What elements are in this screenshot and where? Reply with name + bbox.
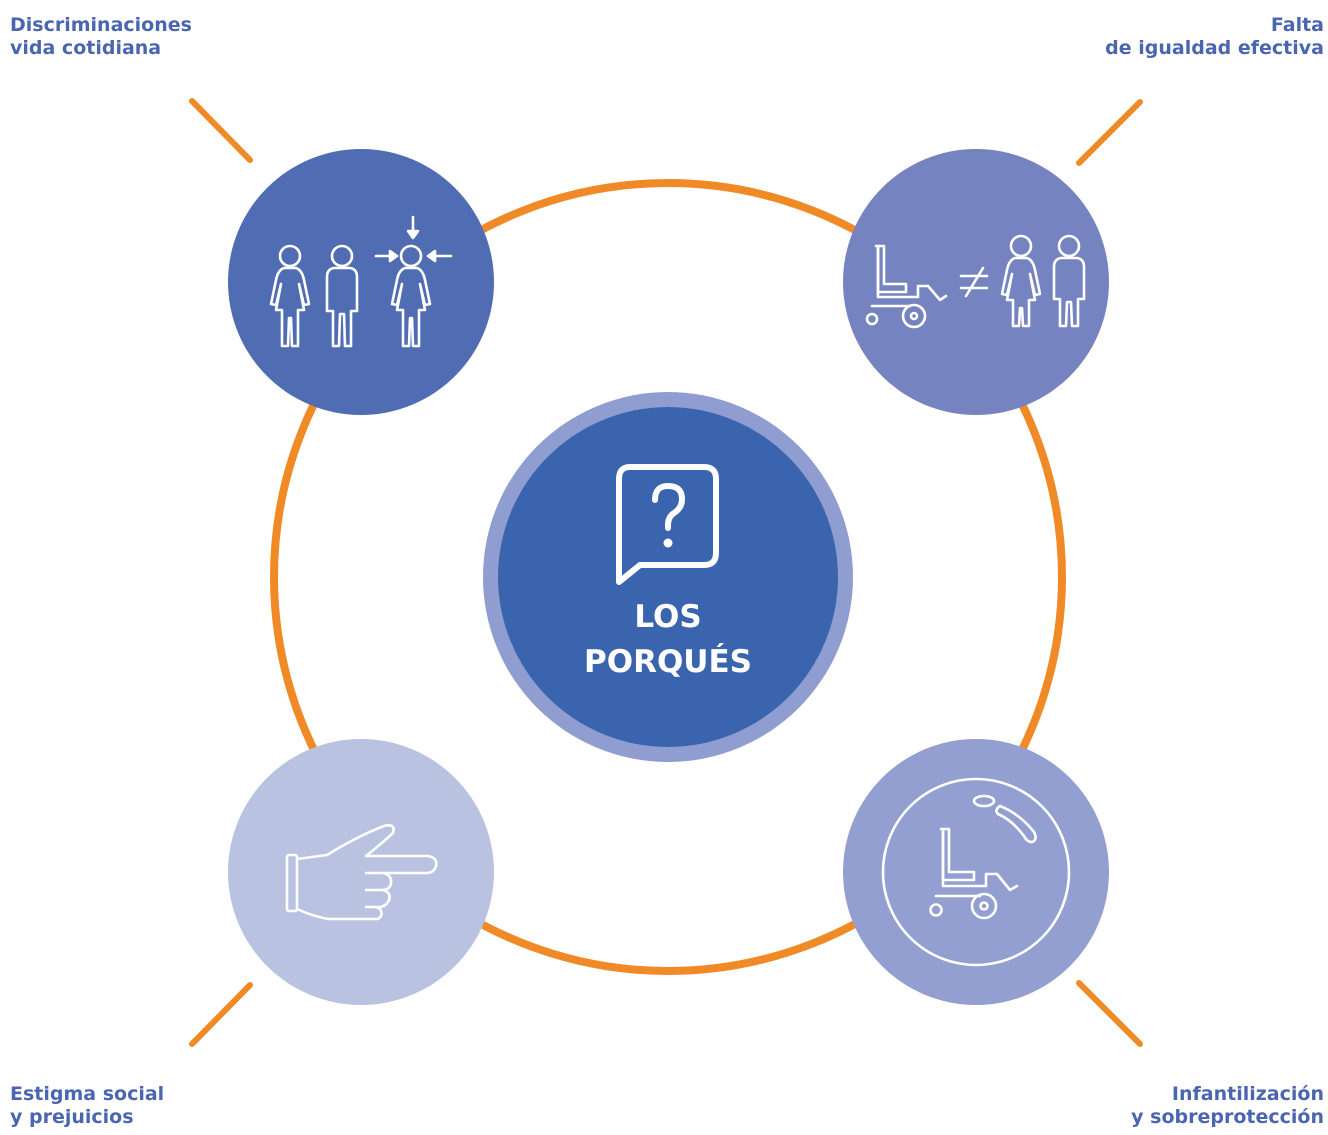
- label-top-right: Falta de igualdad efectiva: [1105, 14, 1324, 60]
- wheelchair-in-bubble-icon: [881, 777, 1071, 967]
- center-node: LOS PORQUÉS: [483, 392, 853, 762]
- pointing-hand-icon: [285, 824, 438, 921]
- accent-line-top-left: [189, 98, 253, 163]
- wheelchair-not-equal-people-icon: [865, 234, 1086, 329]
- label-top-left-line1: Discriminaciones: [10, 14, 192, 36]
- node-bottom-left: [228, 739, 494, 1005]
- label-bottom-left-line2: y prejuicios: [10, 1106, 134, 1128]
- node-circle-bottom-left: [228, 739, 494, 1005]
- accent-line-top-right: [1076, 99, 1143, 166]
- center-circle: [498, 407, 838, 747]
- accent-line-bottom-right: [1076, 980, 1143, 1047]
- label-top-right-line2: de igualdad efectiva: [1105, 37, 1324, 59]
- orange-ring: [270, 179, 1066, 975]
- label-top-left-line2: vida cotidiana: [10, 37, 162, 59]
- node-bottom-right: [843, 739, 1109, 1005]
- node-circle-top-left: [228, 149, 494, 415]
- center-title-line1: LOS: [634, 599, 701, 635]
- label-bottom-left-line1: Estigma social: [10, 1083, 165, 1105]
- accent-line-bottom-left: [189, 982, 253, 1047]
- node-top-right: [843, 149, 1109, 415]
- label-bottom-left: Estigma social y prejuicios: [10, 1083, 164, 1129]
- label-bottom-right-line2: y sobreprotección: [1131, 1106, 1324, 1128]
- label-top-right-line1: Falta: [1270, 14, 1324, 36]
- center-title-line2: PORQUÉS: [584, 644, 752, 680]
- label-bottom-right-line1: Infantilización: [1171, 1083, 1324, 1105]
- people-pressure-icon: [269, 215, 453, 348]
- node-top-left: [228, 149, 494, 415]
- question-speech-bubble-icon: [616, 464, 719, 585]
- label-top-left: Discriminaciones vida cotidiana: [10, 14, 192, 60]
- label-bottom-right: Infantilización y sobreprotección: [1131, 1083, 1324, 1129]
